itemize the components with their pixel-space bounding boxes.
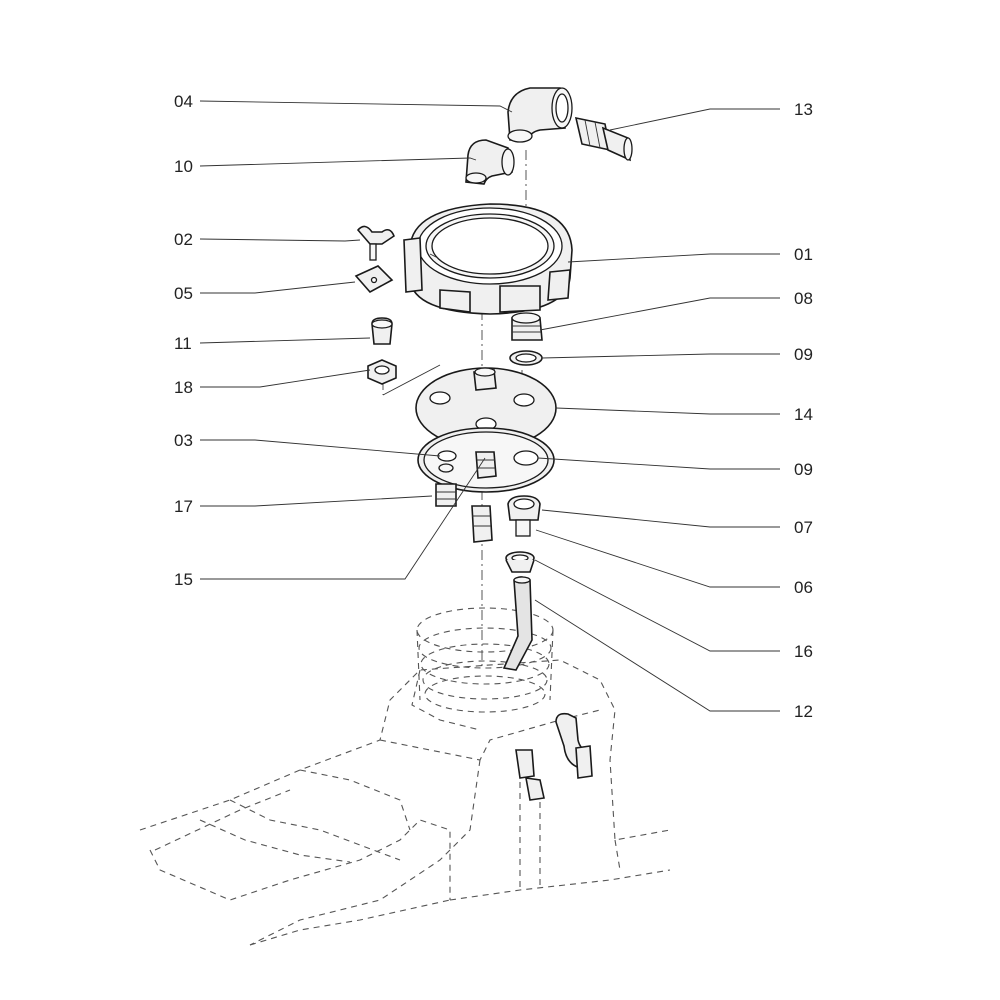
callout-03: 03 (174, 431, 193, 450)
callout-18: 18 (174, 378, 193, 397)
callout-13: 13 (794, 100, 813, 119)
callout-08: 08 (794, 289, 813, 308)
tank-outline (139, 659, 671, 946)
part-06-16-hose-clamp (505, 551, 535, 573)
callout-04: 04 (174, 92, 193, 111)
part-08-fitting (511, 312, 543, 341)
part-15-center-fitting (471, 451, 497, 543)
callout-07: 07 (794, 518, 813, 537)
part-17-side-fitting (435, 463, 457, 507)
part-12-hose (502, 576, 533, 671)
part-07-union-nut (507, 495, 541, 537)
callout-14: 14 (794, 405, 813, 424)
callout-15: 15 (174, 570, 193, 589)
tank-neck (416, 607, 554, 713)
callout-09-lower: 09 (794, 460, 813, 479)
callout-17: 17 (174, 497, 193, 516)
part-18-nut (367, 359, 397, 385)
leader-lines (199, 100, 780, 712)
part-10-elbow (465, 139, 515, 185)
callout-labels: 04 10 02 05 11 18 03 17 15 13 01 08 09 1… (174, 92, 813, 721)
part-02-wing-screw (356, 225, 395, 261)
callout-05: 05 (174, 284, 193, 303)
part-09-o-ring-upper (509, 350, 543, 366)
callout-02: 02 (174, 230, 193, 249)
part-04-elbow (507, 87, 573, 143)
part-14-plate (415, 367, 557, 449)
callout-09-upper: 09 (794, 345, 813, 364)
callout-10: 10 (174, 157, 193, 176)
part-01-ring-nut (403, 203, 573, 315)
part-11-insert (371, 317, 393, 345)
part-13-hose-barb (574, 116, 633, 162)
callout-16: 16 (794, 642, 813, 661)
callout-11: 11 (174, 334, 192, 353)
part-05-clip (354, 265, 394, 294)
callout-06: 06 (794, 578, 813, 597)
callout-12: 12 (794, 702, 813, 721)
callout-01: 01 (794, 245, 813, 264)
drain-elbow-fittings (515, 712, 593, 801)
